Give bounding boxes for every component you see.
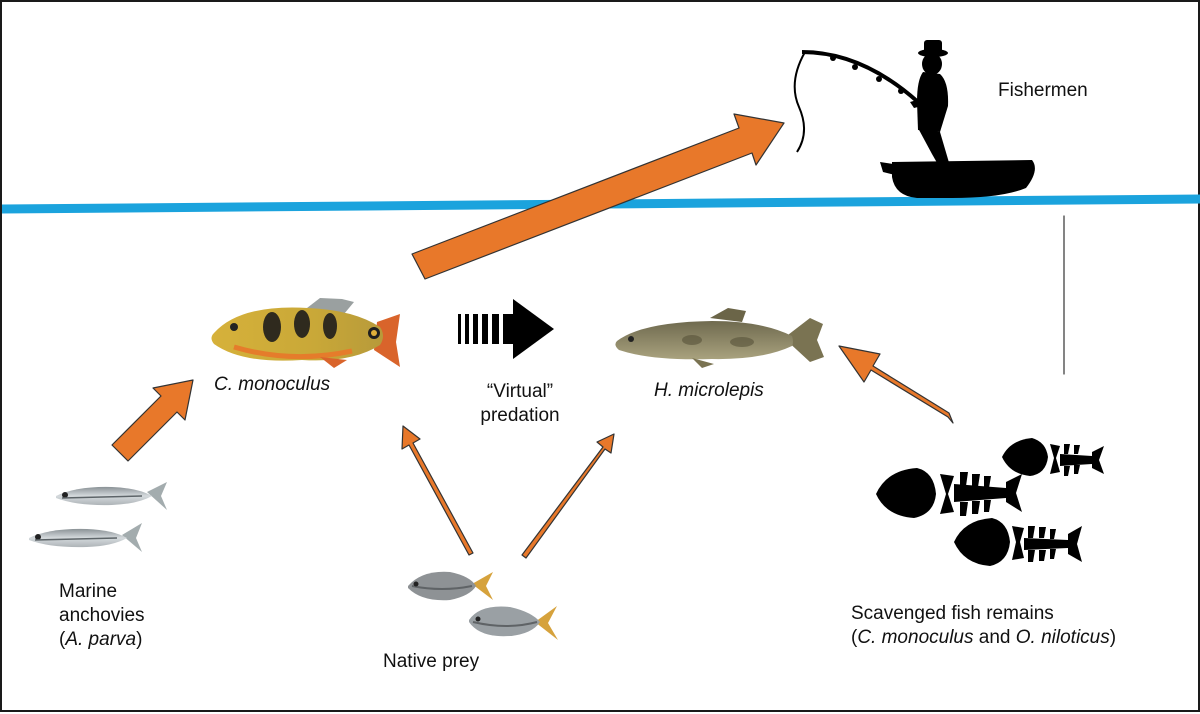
fish-skeleton-icon — [1002, 438, 1104, 476]
native-prey-fish-icon — [408, 571, 493, 601]
arrow-predator-to-fishermen — [411, 113, 785, 280]
native-prey-fish-icon — [469, 606, 558, 640]
native-prey-label: Native prey — [383, 651, 480, 672]
striped-arrow-icon — [458, 299, 554, 359]
virtual-predation-line1: “Virtual” — [486, 381, 554, 402]
fish-skeleton-icon — [954, 518, 1082, 566]
fishermen-label: Fishermen — [998, 80, 1088, 101]
fisherman-boat-icon — [793, 40, 1035, 198]
virtual-predation-label: “Virtual” predation — [460, 380, 580, 428]
anchovies-line2: anchovies — [59, 605, 145, 626]
h-microlepis-label: H. microlepis — [654, 380, 764, 401]
anchovies-line3: (A. parva) — [59, 629, 143, 650]
remains-line2: (C. monoculus and O. niloticus) — [851, 627, 1117, 648]
scavenged-remains-label: Scavenged fish remains (C. monoculus and… — [851, 602, 1116, 650]
c-monoculus-label: C. monoculus — [214, 374, 331, 395]
anchovies-line1: Marine — [59, 581, 118, 602]
c-monoculus-fish-icon — [211, 298, 400, 368]
anchovies-species: A. parva — [65, 629, 137, 650]
arrow-native-prey-to-h-microlepis — [521, 433, 615, 559]
remains-line1: Scavenged fish remains — [851, 603, 1054, 624]
remains-species-2: O. niloticus — [1015, 627, 1110, 648]
anchovies-label: Marine anchovies (A. parva) — [59, 580, 145, 652]
remains-species-1: C. monoculus — [857, 627, 974, 648]
arrow-native-prey-to-c-monoculus — [401, 425, 474, 556]
fish-skeleton-icon — [876, 468, 1022, 518]
arrow-anchovies-to-c-monoculus — [111, 379, 194, 462]
h-microlepis-fish-icon — [615, 308, 824, 368]
arrow-remains-to-h-microlepis — [838, 345, 954, 424]
virtual-predation-line2: predation — [480, 405, 560, 426]
anchovy-fish-icon — [56, 482, 167, 510]
anchovy-fish-icon — [29, 523, 142, 552]
